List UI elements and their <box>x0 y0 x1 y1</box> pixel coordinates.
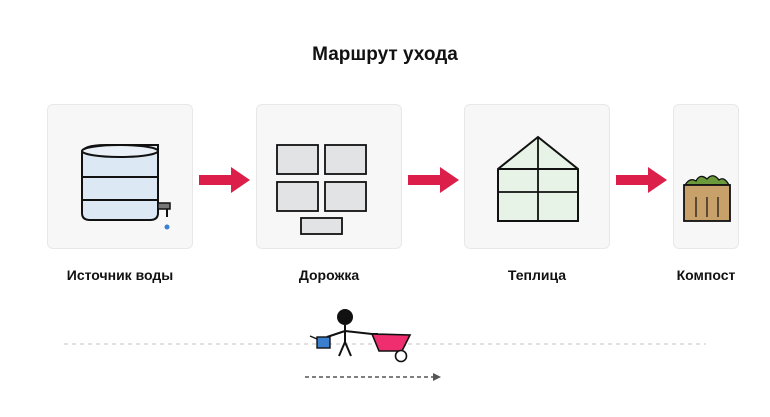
step-label-compost: Компост <box>676 267 736 283</box>
card-compost <box>673 104 739 249</box>
card-path <box>256 104 402 249</box>
wheelbarrow-icon <box>370 333 412 363</box>
gardener-with-wheelbarrow-icon <box>309 309 412 363</box>
water-tank-icon <box>81 144 171 230</box>
gardener-scene <box>64 309 706 381</box>
step-label-greenhouse: Теплица <box>507 267 567 283</box>
compost-bin-icon <box>683 175 731 222</box>
motion-arrow-icon <box>305 373 441 381</box>
water-drop-icon <box>164 224 170 230</box>
flow-arrow-icon <box>199 167 250 193</box>
card-water-source <box>47 104 193 249</box>
diagram-title: Маршрут ухода <box>312 44 458 65</box>
paving-stones-icon <box>276 144 367 235</box>
watering-can-icon <box>309 335 331 349</box>
step-label-path: Дорожка <box>298 267 360 283</box>
greenhouse-icon <box>497 135 579 222</box>
flow-arrow-icon <box>616 167 667 193</box>
flow-arrow-icon <box>408 167 459 193</box>
step-label-water-source: Источник воды <box>66 267 174 283</box>
card-greenhouse <box>464 104 610 249</box>
